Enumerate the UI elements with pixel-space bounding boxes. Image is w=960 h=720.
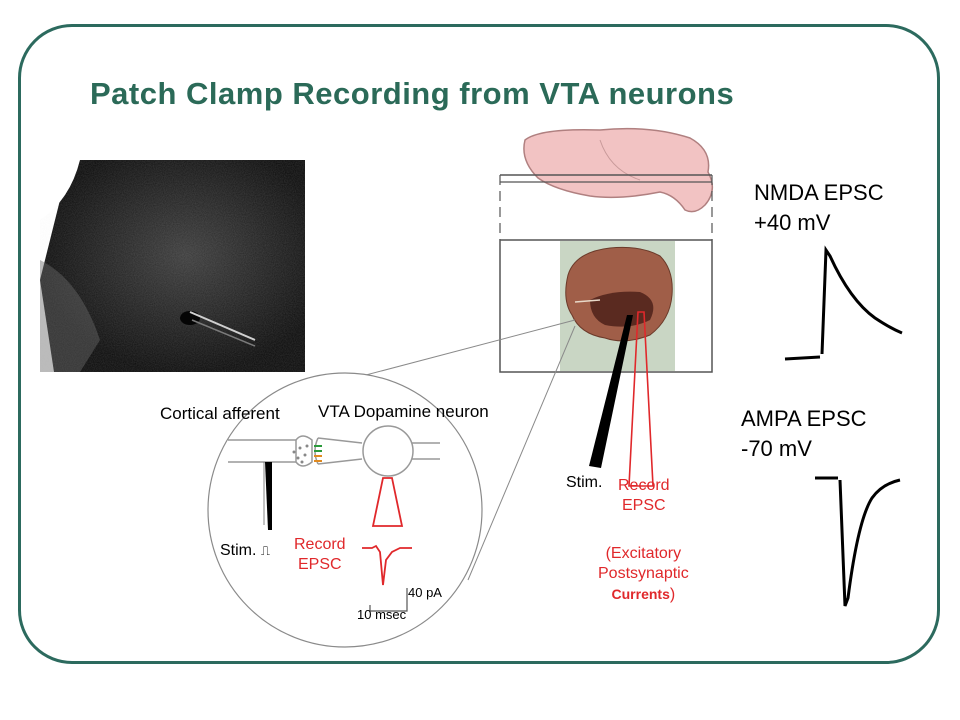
neuron-soma [362, 425, 414, 477]
epsc-trace [362, 544, 412, 586]
nmda-trace [784, 245, 903, 361]
ampa-trace [815, 476, 901, 607]
schematic-stim-label: Stim. ⎍ [220, 542, 271, 559]
schematic-record-label: Record EPSC [294, 536, 346, 573]
scale-bar [369, 588, 408, 612]
excitatory-label: (Excitatory Postsynaptic Currents) [598, 545, 689, 603]
scale-current-label: 40 pA [408, 585, 442, 600]
vta-neuron-label: VTA Dopamine neuron [318, 402, 489, 421]
slide-title: Patch Clamp Recording from VTA neurons [90, 76, 735, 111]
slide-frame [18, 24, 940, 664]
slice-record-label: Record EPSC [618, 477, 670, 514]
microscope-image [40, 160, 305, 372]
nmda-label: NMDA EPSC +40 mV [754, 180, 884, 235]
magnified-view-circle [207, 372, 483, 648]
ampa-label: AMPA EPSC -70 mV [741, 406, 867, 461]
scale-time-label: 10 msec [357, 607, 407, 622]
slice-stim-label: Stim. [566, 474, 603, 491]
cortical-afferent-label: Cortical afferent [160, 404, 280, 423]
brain-illustration [523, 127, 714, 213]
